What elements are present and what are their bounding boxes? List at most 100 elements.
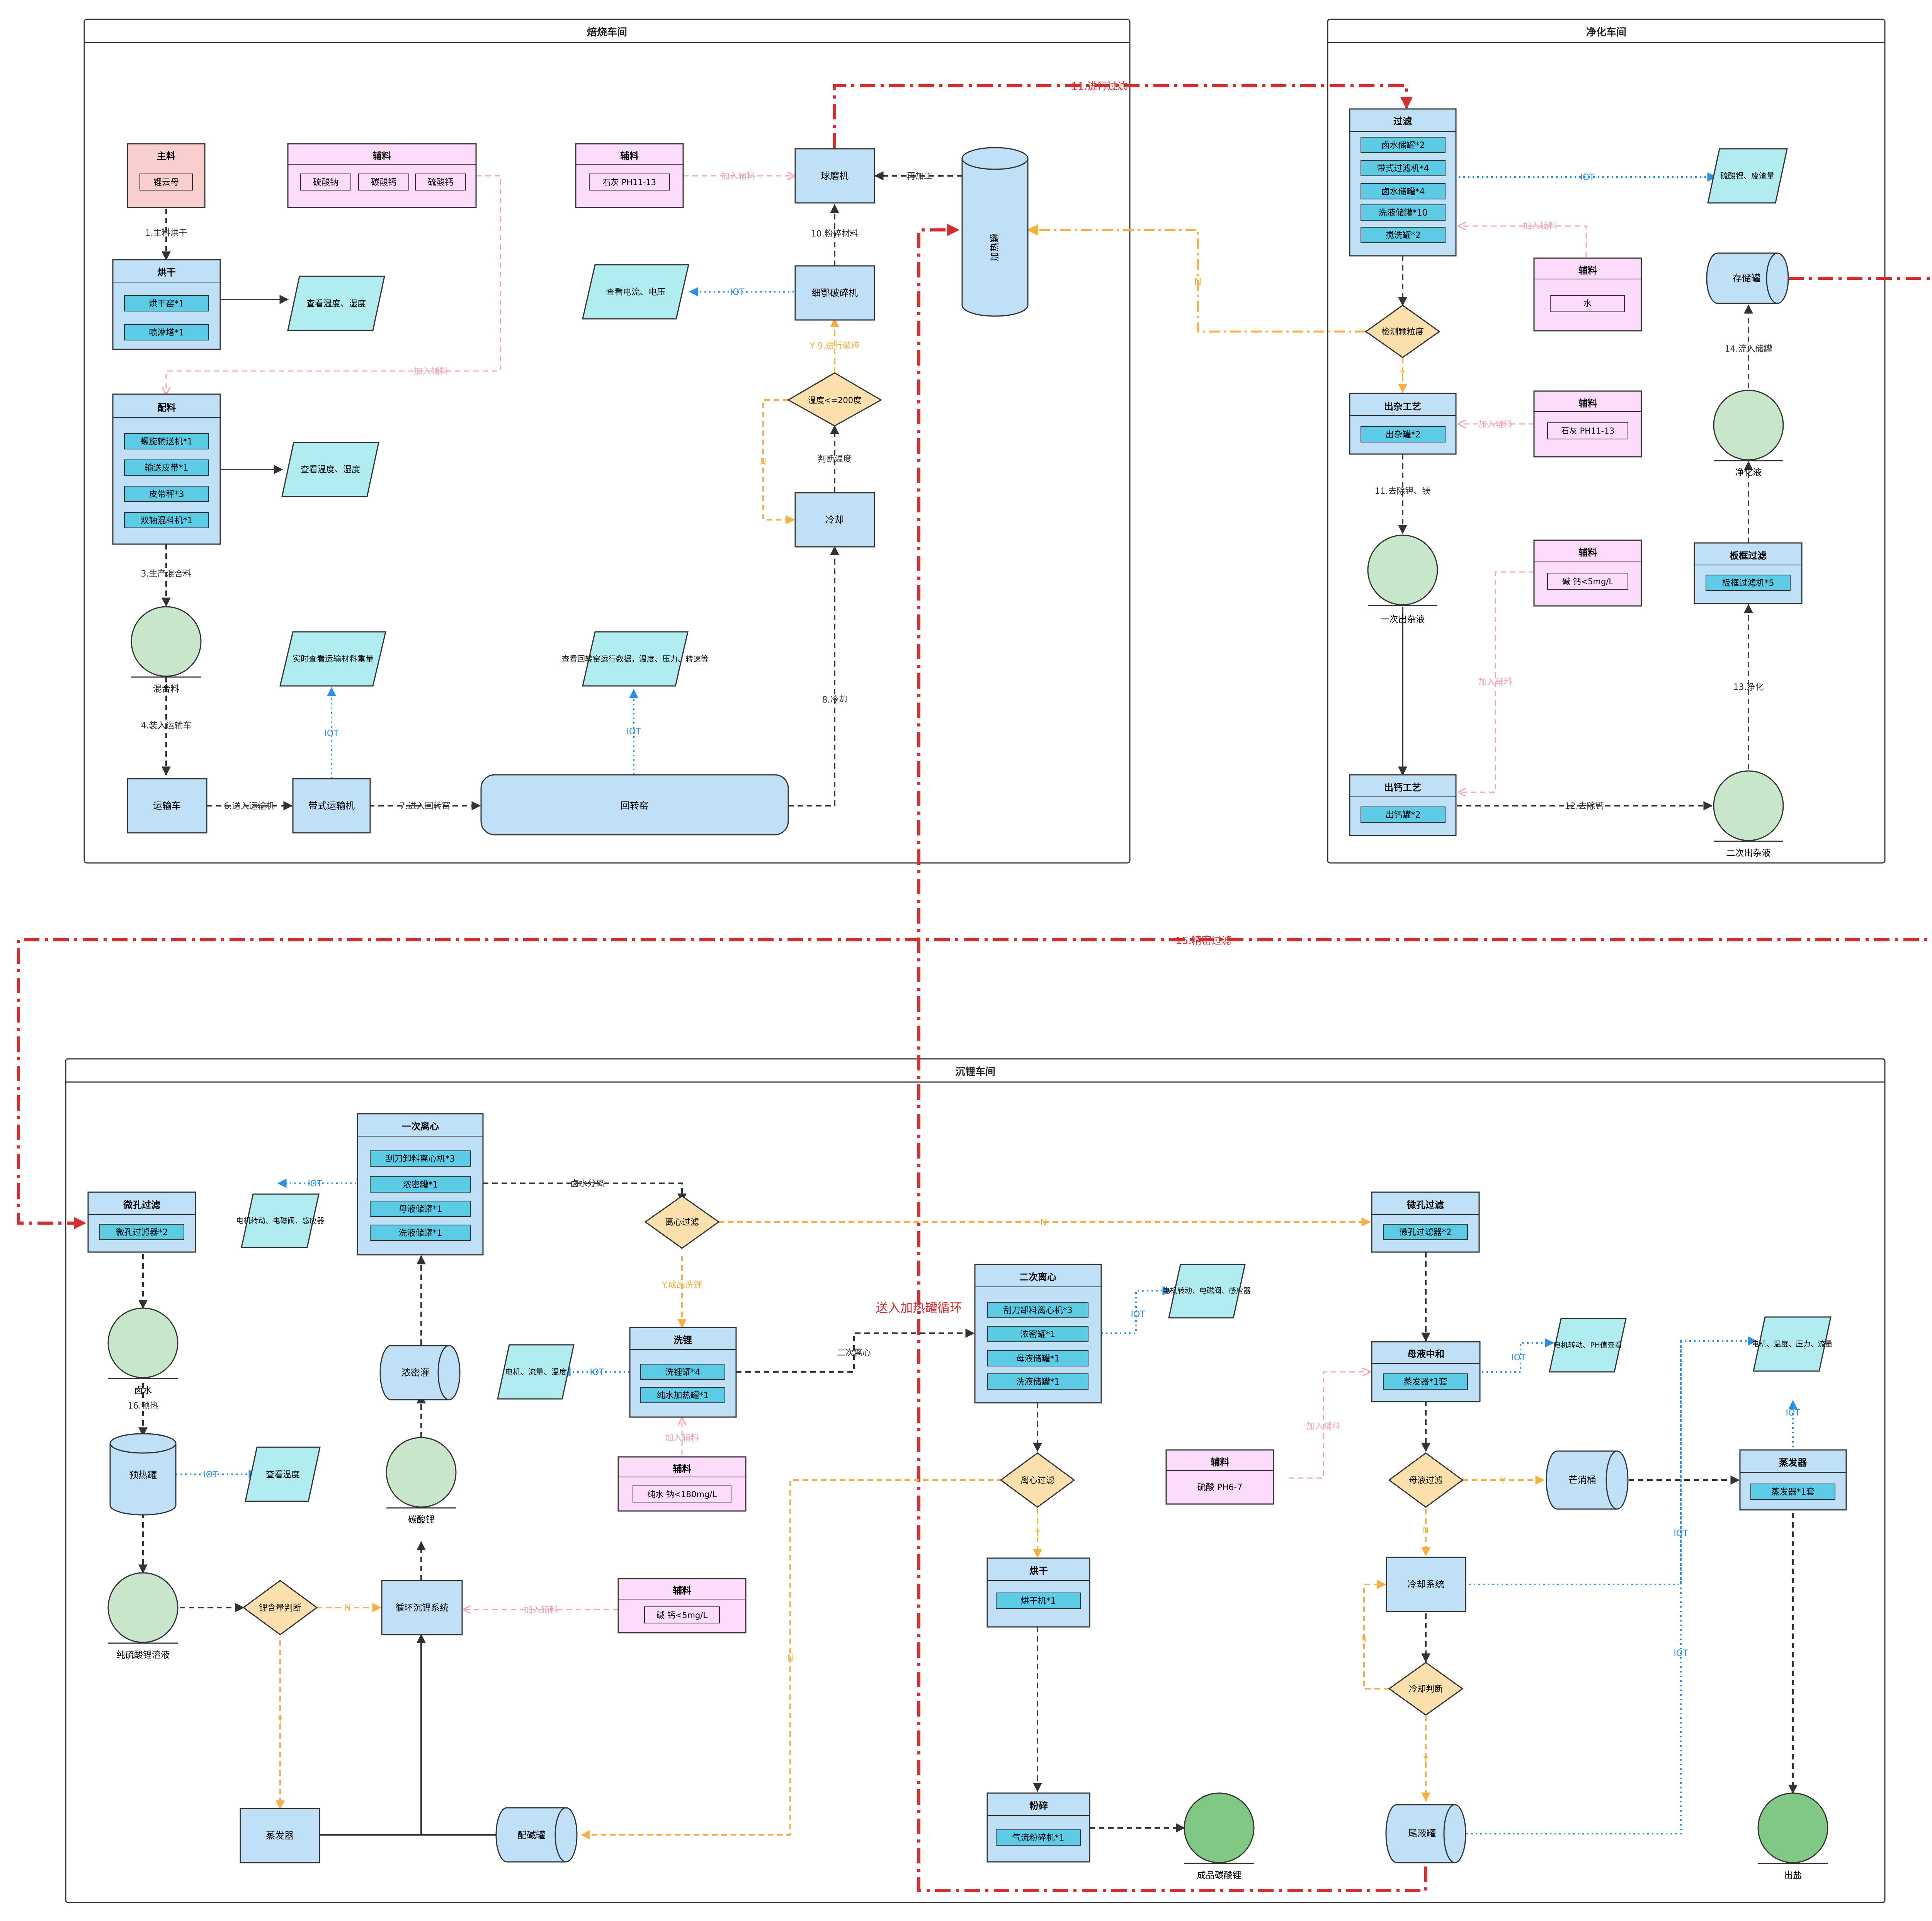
motor-info-1: 电机转动、电磁阀、感应器 bbox=[236, 1193, 324, 1248]
flow-label: Y bbox=[1400, 369, 1405, 379]
motor-info-2: 电机、流量、温度 bbox=[497, 1344, 575, 1400]
aux-sulfuric-title: 辅料 bbox=[1211, 1457, 1229, 1468]
ball-mill-label: 球磨机 bbox=[821, 170, 849, 181]
flow-mill-to-filter bbox=[833, 84, 1413, 149]
brine-label: 卤水 bbox=[134, 1385, 152, 1395]
flow-labels: 1.主料烘干 3.生产混合料 4.装入运输车 6.送入运输机 7.进入回转窑 8… bbox=[128, 81, 1801, 1764]
first-impurity-node: 一次出杂液 bbox=[1367, 534, 1438, 624]
flow-label: IOT bbox=[590, 1368, 604, 1377]
kiln-view: 查看回转窑运行数据，温度、压力、转速等 bbox=[562, 631, 709, 687]
washing-item: 纯水加热罐*1 bbox=[657, 1391, 709, 1400]
centri-filter2-decision: 离心过滤 bbox=[1000, 1452, 1075, 1508]
second-impurity-label: 二次出杂液 bbox=[1726, 848, 1771, 858]
aux1-box: 辅料 硫酸钠 碳酸钙 硫酸钙 bbox=[287, 143, 477, 208]
flow-kiln-to-cooling bbox=[788, 546, 839, 807]
aux-water-box: 辅料 水 bbox=[1533, 257, 1642, 332]
impurity-box: 出杂工艺 出杂罐*2 bbox=[1349, 393, 1457, 455]
temp-decision: 温度<=200度 bbox=[787, 372, 883, 427]
filter-box: 过滤 卤水储罐*2 带式过滤机*4 卤水储罐*4 洗液储罐*10 搅洗罐*2 bbox=[1349, 108, 1457, 257]
product-label: 成品碳酸锂 bbox=[1197, 1870, 1242, 1880]
flow-label: Y bbox=[1423, 1755, 1429, 1764]
tail-tank-label: 尾液罐 bbox=[1408, 1828, 1436, 1839]
truck-label: 运输车 bbox=[153, 800, 181, 811]
flow-label: IOT bbox=[1673, 1529, 1688, 1538]
temp-decision-label: 温度<=200度 bbox=[808, 396, 861, 405]
impurity-item: 出杂罐*2 bbox=[1386, 430, 1421, 440]
flow-label: 10.粉碎材料 bbox=[811, 229, 859, 239]
connectors bbox=[17, 84, 1932, 1892]
filter-item: 搅洗罐*2 bbox=[1386, 231, 1421, 240]
flow-label: 6.送入运输机 bbox=[224, 801, 275, 811]
check-temp-3: 查看温度 bbox=[245, 1446, 321, 1502]
heat-cycle-label: 送入加热罐循环 bbox=[876, 1300, 962, 1315]
check-temp-1-text: 查看温度、湿度 bbox=[306, 299, 366, 309]
aux-water-item: 水 bbox=[1583, 299, 1592, 309]
cool-decision-label: 冷却判断 bbox=[1409, 1684, 1443, 1694]
aux-purewater-title: 辅料 bbox=[673, 1463, 691, 1474]
centrifuge2-item: 浓密罐*1 bbox=[1020, 1330, 1056, 1339]
centrifuge2-item: 母液储罐*1 bbox=[1016, 1354, 1060, 1364]
dry-item: 烘干机*1 bbox=[1021, 1596, 1056, 1606]
flow-detect-no bbox=[1027, 224, 1366, 333]
flow-label: Y 9.进行破碎 bbox=[809, 341, 859, 351]
filter-item: 卤水储罐*4 bbox=[1381, 187, 1425, 197]
crush-item: 气流粉碎机*1 bbox=[1012, 1833, 1065, 1843]
flow-label: 8.冷却 bbox=[822, 695, 847, 705]
flow-water-to-filter bbox=[1459, 226, 1587, 257]
aux-purewater-box: 辅料 纯水 钠<180mg/L bbox=[617, 1456, 747, 1512]
first-impurity-label: 一次出杂液 bbox=[1381, 614, 1425, 624]
flow-label: IOT bbox=[203, 1470, 218, 1480]
flow-label: 3.生产混合料 bbox=[141, 569, 192, 579]
mixed-material-label: 混合料 bbox=[153, 684, 180, 694]
aux-water-title: 辅料 bbox=[1578, 265, 1597, 276]
flow-storage-to-micro bbox=[17, 277, 1932, 1229]
realtime-view-text: 实时查看运输材料重量 bbox=[293, 654, 374, 664]
flow-label: N bbox=[760, 457, 766, 467]
flow-label: 11.去除钾、镁 bbox=[1375, 487, 1431, 496]
mirabilite-label: 芒消桶 bbox=[1568, 1475, 1596, 1485]
motor-info-5-text: 电机、温度、压力、流量 bbox=[1752, 1340, 1832, 1348]
crush-title: 粉碎 bbox=[1029, 1800, 1048, 1811]
aux-purewater-item: 纯水 钠<180mg/L bbox=[647, 1490, 717, 1499]
crush-box: 粉碎 气流粉碎机*1 bbox=[986, 1792, 1090, 1863]
flow-label: 二次离心 bbox=[837, 1348, 871, 1358]
iot-centri2 bbox=[1101, 1286, 1172, 1334]
filter-title: 过滤 bbox=[1393, 116, 1412, 127]
microfilter2-item: 微孔过滤器*2 bbox=[1400, 1228, 1452, 1237]
flow-label: 11.进行过滤 bbox=[1071, 81, 1127, 92]
check-temp-2: 查看温度、湿度 bbox=[281, 442, 379, 497]
aux1-item: 硫酸钙 bbox=[428, 178, 453, 187]
flow-label: 卤水分离 bbox=[570, 1179, 604, 1189]
flow-label: IOT bbox=[730, 288, 745, 297]
flow-aux1-to-batching bbox=[166, 175, 501, 394]
heating-tank: 加热罐 bbox=[961, 147, 1029, 317]
centrifuge1-item: 母液储罐*1 bbox=[399, 1205, 442, 1214]
motor-info-3-text: 电机转动、电磁阀、感应器 bbox=[1163, 1286, 1251, 1295]
tail-tank: 尾液罐 bbox=[1385, 1804, 1466, 1863]
flow-label: 加入辅料 bbox=[665, 1433, 699, 1443]
thick-tank-label: 浓密灌 bbox=[401, 1367, 429, 1378]
flow-label: 14.流入储罐 bbox=[1725, 344, 1772, 354]
neutral-box: 母液中和 蒸发器*1套 bbox=[1371, 1341, 1481, 1402]
ball-mill-box: 球磨机 bbox=[794, 148, 875, 204]
flow-sulfuric-to-neutral bbox=[1289, 1372, 1370, 1479]
microfilter1-title: 微孔过滤 bbox=[123, 1200, 160, 1210]
iot-tail bbox=[1466, 1341, 1682, 1834]
evaporator-box: 蒸发器 蒸发器*1套 bbox=[1739, 1449, 1847, 1511]
iot-cool bbox=[1464, 1336, 1757, 1585]
flow-label: N bbox=[1423, 1526, 1429, 1536]
flow-centrifuge-brine-sep bbox=[483, 1183, 687, 1203]
flow-tail-to-heat bbox=[917, 224, 1427, 1892]
aux-alkali2-title: 辅料 bbox=[673, 1585, 691, 1596]
flow-cooldec-no bbox=[1363, 1580, 1389, 1690]
centrifuge2-title: 二次离心 bbox=[1019, 1272, 1056, 1283]
cooling-label: 冷却 bbox=[825, 514, 844, 525]
motor-info-1-text: 电机转动、电磁阀、感应器 bbox=[236, 1217, 324, 1225]
cycle-system-label: 循环沉锂系统 bbox=[395, 1603, 449, 1613]
batching-item: 输送皮带*1 bbox=[145, 463, 189, 473]
alkali-tank-label: 配碱罐 bbox=[517, 1830, 545, 1841]
flow-wash-to-centri2 bbox=[736, 1329, 975, 1373]
calcium-box: 出钙工艺 出钙罐*2 bbox=[1349, 774, 1457, 836]
product-node: 成品碳酸锂 bbox=[1184, 1792, 1255, 1880]
filter-item: 带式过滤机*4 bbox=[1377, 164, 1429, 174]
